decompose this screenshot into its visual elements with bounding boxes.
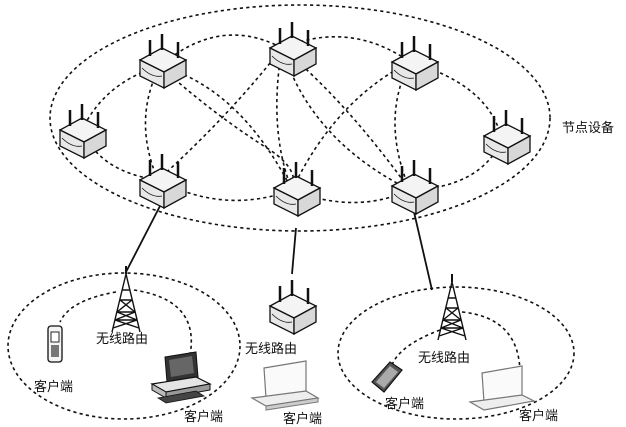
- uplink-right: [413, 211, 433, 291]
- desktop-computer-icon: [150, 351, 212, 404]
- router-icon: [390, 158, 440, 216]
- wireless-router-label-left: 无线路由: [96, 332, 149, 347]
- router-icon: [138, 32, 188, 90]
- router-icon: [390, 34, 440, 92]
- router-icon: [58, 102, 108, 160]
- client-label-center-laptop: 客户端: [283, 412, 323, 427]
- router-icon: [272, 160, 322, 218]
- antenna-tower-icon: [437, 273, 467, 341]
- client-label-left-phone: 客户端: [34, 380, 74, 395]
- wireless-router-label-right: 无线路由: [418, 351, 471, 366]
- wireless-router-label-center: 无线路由: [245, 342, 298, 357]
- mobile-phone-icon: [371, 361, 403, 393]
- uplink-left: [125, 205, 161, 273]
- client-label-left-pc: 客户端: [184, 410, 224, 425]
- right-client-area: [337, 286, 575, 420]
- laptop-icon: [468, 365, 536, 411]
- router-icon: [268, 20, 318, 78]
- node-devices-boundary: [49, 4, 551, 232]
- router-icon: [268, 278, 318, 336]
- node-devices-label: 节点设备: [562, 121, 615, 136]
- router-icon: [138, 152, 188, 210]
- antenna-tower-icon: [111, 265, 141, 333]
- mobile-phone-icon: [47, 325, 63, 363]
- client-label-right-phone: 客户端: [385, 397, 425, 412]
- client-label-right-laptop: 客户端: [519, 409, 559, 424]
- uplink-center: [291, 227, 297, 275]
- laptop-icon: [250, 360, 320, 411]
- left-client-area: [7, 272, 241, 420]
- router-icon: [482, 108, 532, 166]
